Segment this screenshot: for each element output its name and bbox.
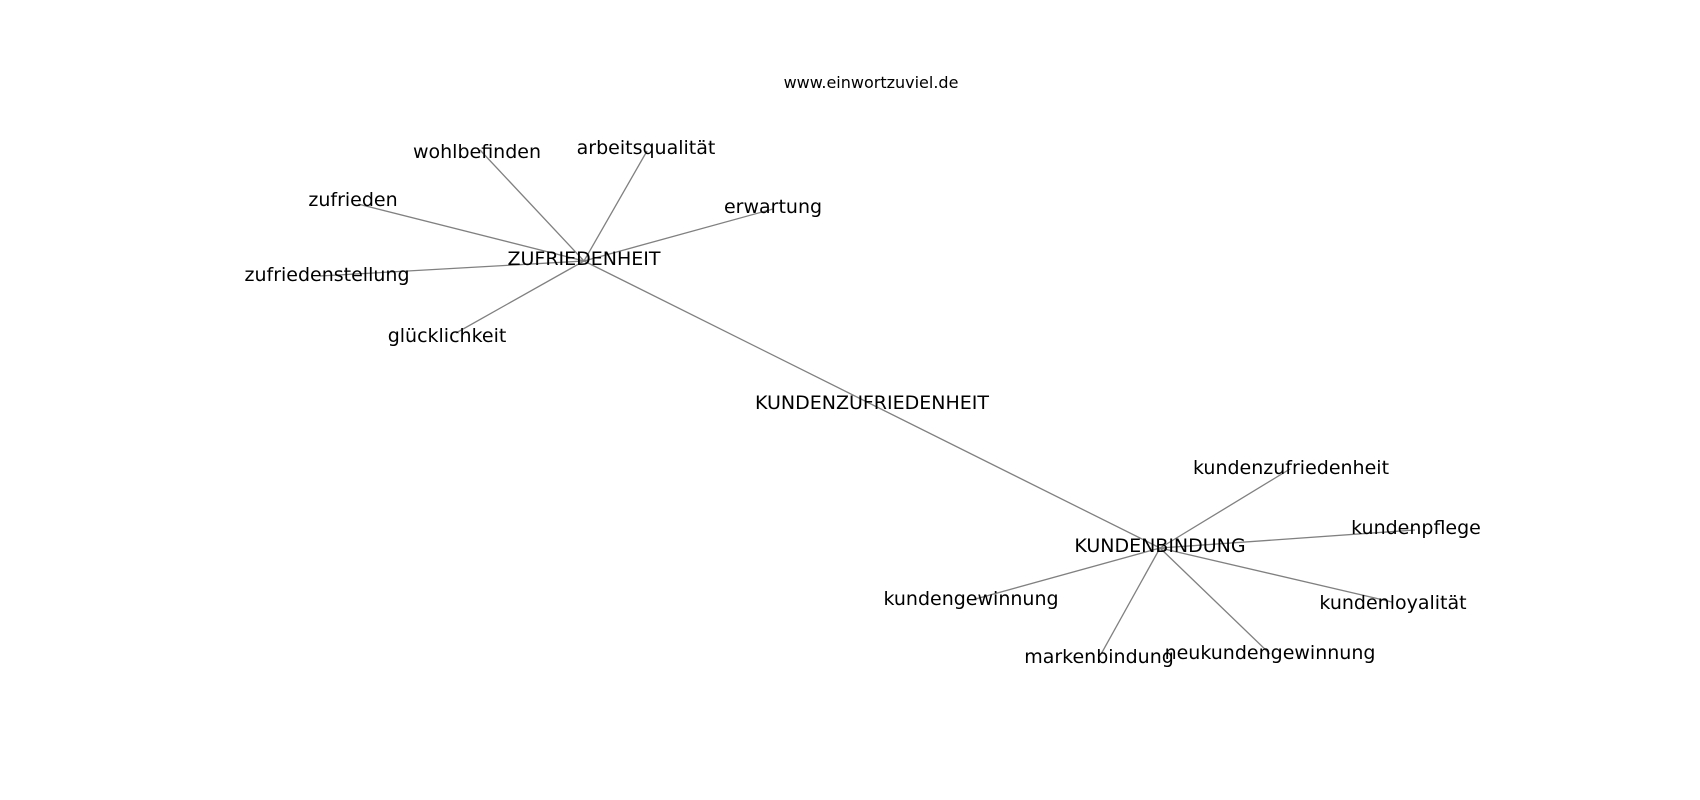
child-label-0-0: wohlbefinden <box>413 141 541 163</box>
edge-0-1 <box>583 150 648 262</box>
child-label-1-1: kundenpflege <box>1351 517 1481 539</box>
edge-0-3 <box>357 203 585 262</box>
center-term-label: KUNDENZUFRIEDENHEIT <box>755 392 989 414</box>
child-label-0-4: zufriedenstellung <box>244 264 409 286</box>
child-label-1-5: kundengewinnung <box>883 588 1058 610</box>
edge-1-0 <box>1159 468 1291 549</box>
edge-1-5 <box>971 547 1161 601</box>
edges-layer <box>319 149 1416 657</box>
child-label-1-4: markenbindung <box>1024 646 1174 668</box>
child-label-1-3: neukundengewinnung <box>1165 642 1376 664</box>
labels-layer: www.einwortzuviel.de KUNDENZUFRIEDENHEIT… <box>244 73 1480 668</box>
edge-1-2 <box>1159 547 1393 603</box>
watermark-text: www.einwortzuviel.de <box>784 73 959 92</box>
edge-0-5 <box>455 260 585 334</box>
edge-1-3 <box>1159 547 1271 655</box>
edge-0-2 <box>583 208 774 262</box>
edge-0-0 <box>479 149 585 262</box>
child-label-0-2: erwartung <box>724 196 822 218</box>
hub-label-0: ZUFRIEDENHEIT <box>507 248 660 270</box>
hub-link-edge <box>583 260 1161 549</box>
edge-1-1 <box>1159 529 1416 549</box>
child-label-0-3: zufrieden <box>308 189 397 211</box>
child-label-0-1: arbeitsqualität <box>577 137 716 159</box>
child-label-0-5: glücklichkeit <box>388 325 507 347</box>
hub-label-1: KUNDENBINDUNG <box>1074 535 1245 557</box>
edge-0-4 <box>319 260 585 277</box>
edge-1-4 <box>1099 547 1161 657</box>
child-label-1-0: kundenzufriedenheit <box>1193 457 1389 479</box>
child-label-1-2: kundenloyalität <box>1319 592 1466 614</box>
